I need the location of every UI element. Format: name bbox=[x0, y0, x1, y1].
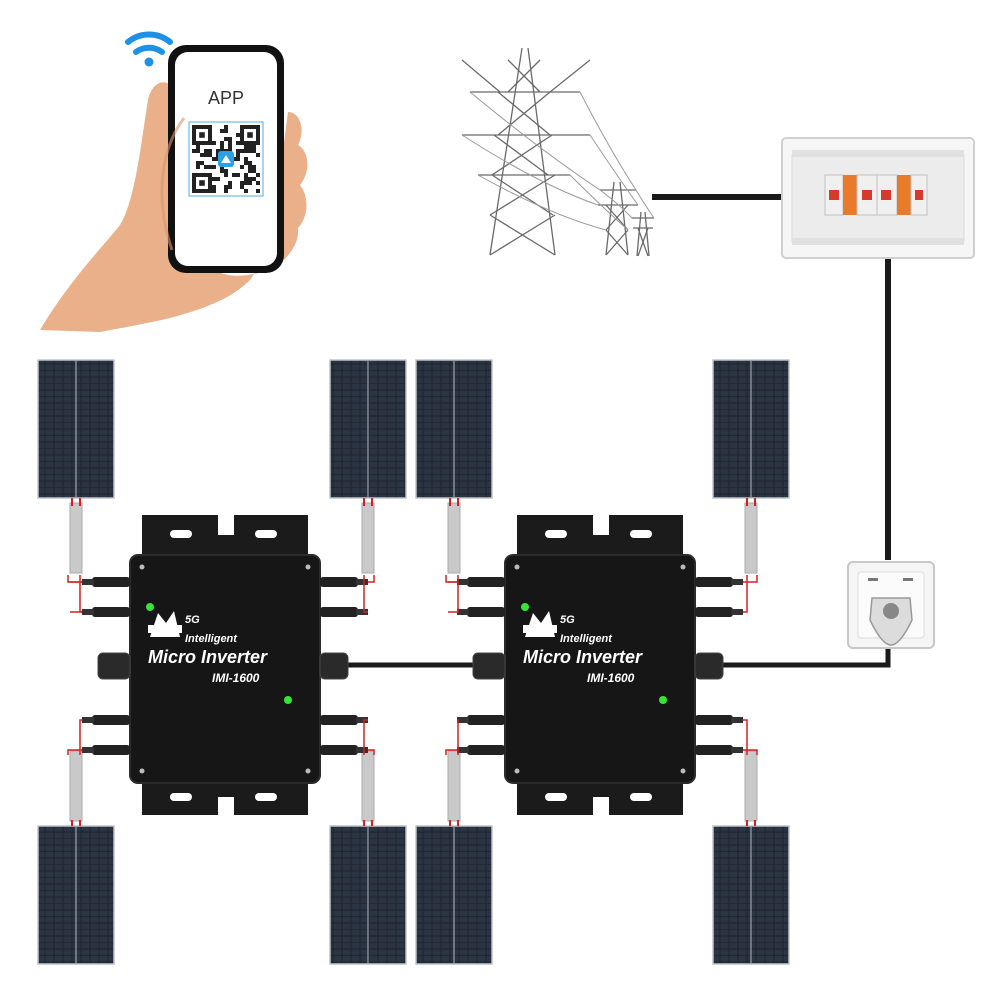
solar-panel bbox=[712, 359, 790, 499]
panel-lead-wires bbox=[69, 750, 83, 826]
wall-socket bbox=[847, 561, 935, 649]
panel-lead-wires bbox=[447, 498, 461, 574]
inverter-product-name: Micro Inverter bbox=[148, 647, 268, 667]
ac-connectors bbox=[97, 652, 349, 680]
app-label: APP bbox=[208, 88, 244, 108]
network-badge: 5G bbox=[560, 614, 575, 626]
circuit-breakers bbox=[824, 174, 928, 216]
solar-panel bbox=[329, 359, 407, 499]
dc-connectors bbox=[457, 577, 743, 755]
hand-with-phone: APP bbox=[40, 45, 308, 333]
solar-panel bbox=[415, 359, 493, 499]
inverter-tagline: Intelligent bbox=[185, 633, 238, 645]
solar-panel bbox=[712, 825, 790, 965]
dc-wires bbox=[445, 575, 758, 755]
solar-panel bbox=[37, 825, 115, 965]
distribution-box bbox=[781, 137, 975, 259]
solar-panels bbox=[37, 359, 790, 965]
qr-code-icon bbox=[188, 121, 264, 197]
panel-lead-wires bbox=[361, 750, 375, 826]
solar-panel bbox=[329, 825, 407, 965]
inverter-model: IMI-1600 bbox=[212, 671, 260, 685]
brand-logo bbox=[148, 611, 182, 637]
power-lines bbox=[461, 91, 655, 231]
plug bbox=[869, 597, 913, 646]
ac-connectors bbox=[472, 652, 724, 680]
panel-lead-wires bbox=[447, 750, 461, 826]
network-badge: 5G bbox=[185, 614, 200, 626]
inverter-tagline: Intelligent bbox=[560, 633, 613, 645]
tower-small bbox=[632, 211, 654, 257]
solar-panel bbox=[415, 825, 493, 965]
panel-lead-wires bbox=[744, 750, 758, 826]
panel-lead-wires bbox=[69, 498, 83, 574]
inverter-to-outlet-cable bbox=[718, 645, 891, 668]
dc-connectors bbox=[82, 577, 368, 755]
panel-lead-wires bbox=[744, 498, 758, 574]
power-transmission-towers bbox=[461, 47, 655, 257]
ac-cables bbox=[340, 194, 891, 668]
tower-large bbox=[461, 47, 591, 256]
dc-wires bbox=[67, 575, 375, 755]
brand-logo bbox=[523, 611, 557, 637]
panel-lead-wires bbox=[361, 498, 375, 574]
inverter-product-name: Micro Inverter bbox=[523, 647, 643, 667]
inverter-model: IMI-1600 bbox=[587, 671, 635, 685]
wifi-icon bbox=[125, 31, 173, 67]
solar-panel bbox=[37, 359, 115, 499]
